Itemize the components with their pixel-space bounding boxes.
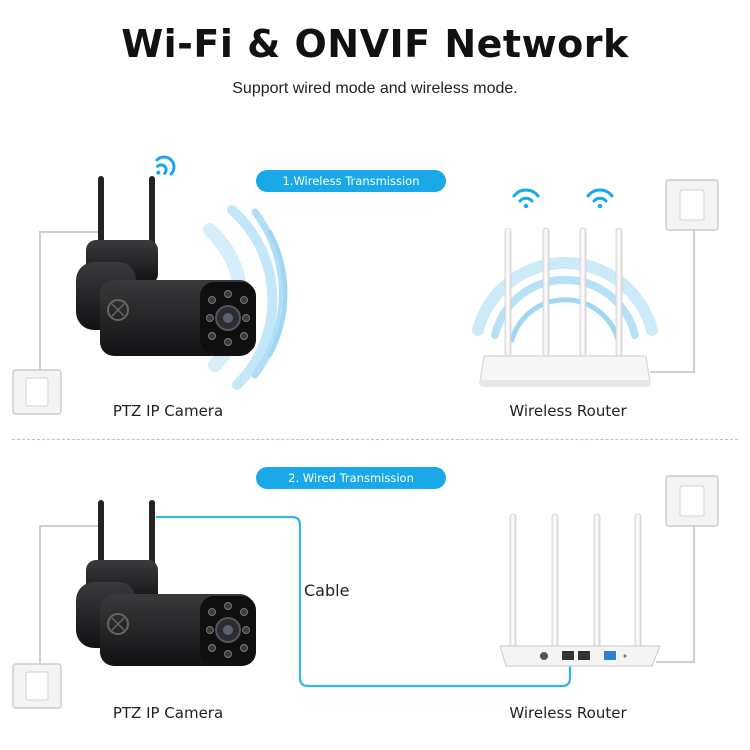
wifi-icon	[588, 190, 612, 208]
power-outlet-icon	[13, 370, 61, 414]
camera-icon	[76, 500, 256, 666]
camera-label: PTZ IP Camera	[78, 704, 258, 722]
wifi-icon	[514, 190, 538, 208]
power-outlet-icon	[666, 476, 718, 526]
power-outlet-icon	[666, 180, 718, 230]
wireless-transmission-pill: 1.Wireless Transmission	[256, 170, 446, 192]
router-label: Wireless Router	[478, 704, 658, 722]
power-cord-router-2	[656, 524, 694, 662]
cable-label: Cable	[304, 581, 364, 600]
power-cord-router-1	[650, 228, 694, 372]
wifi-waves-router	[478, 263, 652, 340]
router-label: Wireless Router	[478, 402, 658, 420]
power-outlet-icon	[13, 664, 61, 708]
camera-label: PTZ IP Camera	[78, 402, 258, 420]
section-divider	[12, 439, 738, 440]
router-icon	[500, 514, 660, 666]
wired-transmission-pill: 2. Wired Transmission	[256, 467, 446, 489]
